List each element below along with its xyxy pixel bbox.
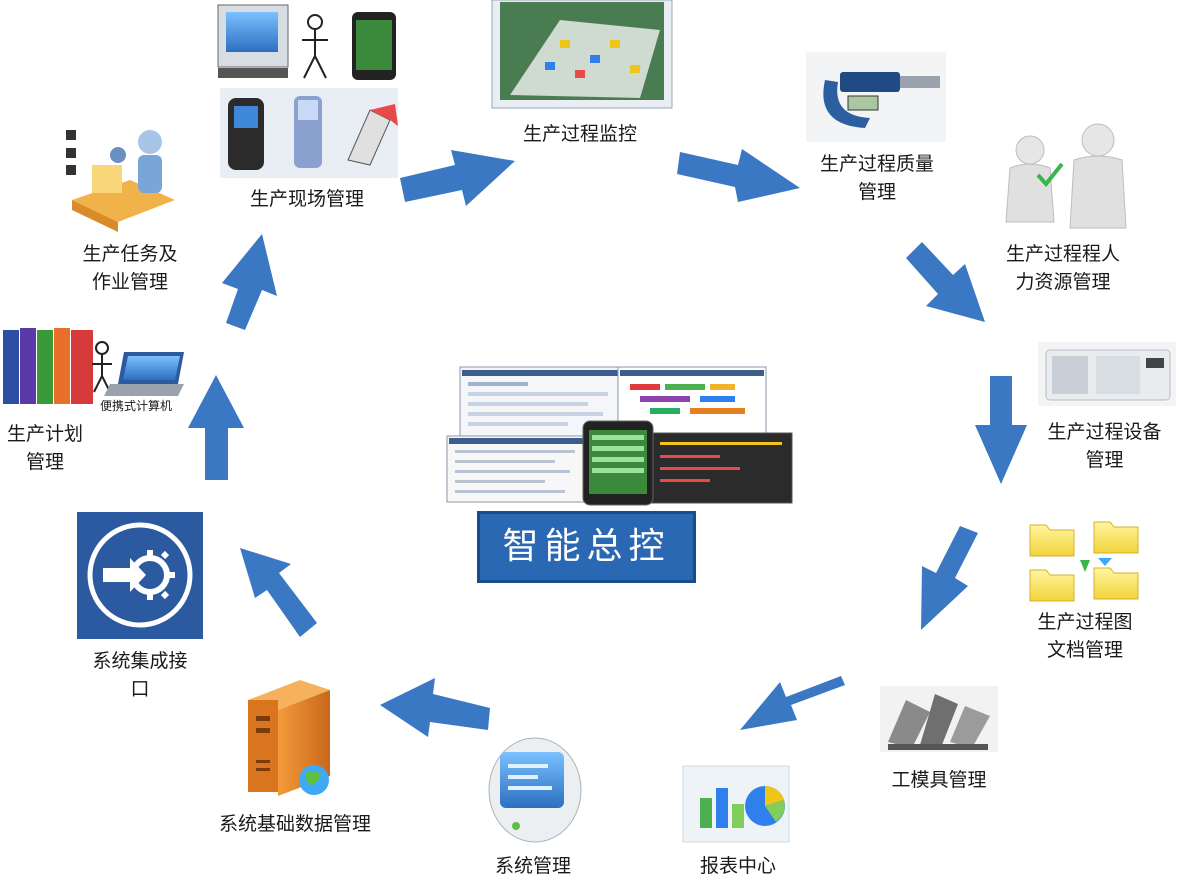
- two-people-icon: [1005, 123, 1127, 229]
- label-task-mgmt: 生产任务及 作业管理: [82, 243, 178, 293]
- molds-icon: [880, 686, 998, 752]
- label-production-site: 生产现场管理: [249, 188, 364, 210]
- folders-icon: [1029, 521, 1139, 602]
- label-portable-computer: 便携式计算机: [99, 399, 172, 413]
- micrometer-icon: [806, 52, 946, 142]
- task-workers-icon: [66, 130, 175, 232]
- label-human-resource: 生产过程程人 力资源管理: [1005, 243, 1120, 293]
- flow-arrow-hr-to-equipment: [975, 376, 1027, 484]
- label-system-mgmt: 系统管理: [494, 855, 571, 877]
- label-base-data: 系统基础数据管理: [218, 813, 371, 835]
- flow-arrow-equipment-to-documents: [921, 526, 978, 630]
- flow-arrow-site-to-monitor: [400, 150, 515, 206]
- label-tooling: 工模具管理: [891, 769, 987, 791]
- flow-arrow-basedata-to-integration: [240, 548, 317, 637]
- flow-arrow-quality-to-hr: [906, 242, 985, 322]
- label-documents: 生产过程图 文档管理: [1037, 611, 1133, 661]
- report-chart-icon: [682, 765, 790, 843]
- flow-arrow-plan-to-task: [222, 234, 277, 330]
- binders-laptop-icon: [3, 328, 184, 404]
- cnc-machine-icon: [1038, 342, 1176, 406]
- integration-gear-icon: [77, 512, 203, 639]
- label-production-plan: 生产计划 管理: [6, 423, 83, 473]
- label-process-monitor: 生产过程监控: [522, 123, 637, 145]
- monitor-screen-icon: [491, 0, 673, 109]
- flow-arrow-integration-to-plan: [188, 375, 244, 480]
- label-process-quality: 生产过程质量 管理: [819, 153, 934, 203]
- system-monitor-icon: [488, 737, 582, 843]
- site-terminals-icon: [217, 4, 398, 178]
- flow-arrow-tooling-to-report: [740, 676, 845, 730]
- flow-arrow-sysmgmt-to-basedata: [380, 678, 490, 737]
- label-report-center: 报表中心: [699, 855, 776, 877]
- label-equipment: 生产过程设备 管理: [1047, 421, 1162, 471]
- flow-arrow-monitor-to-quality: [677, 149, 800, 202]
- label-integration: 系统集成接 口: [92, 650, 188, 700]
- dashboard-collage-icon: [446, 366, 793, 506]
- center-title-box: 智能总控: [477, 511, 696, 583]
- server-tower-icon: [248, 680, 330, 796]
